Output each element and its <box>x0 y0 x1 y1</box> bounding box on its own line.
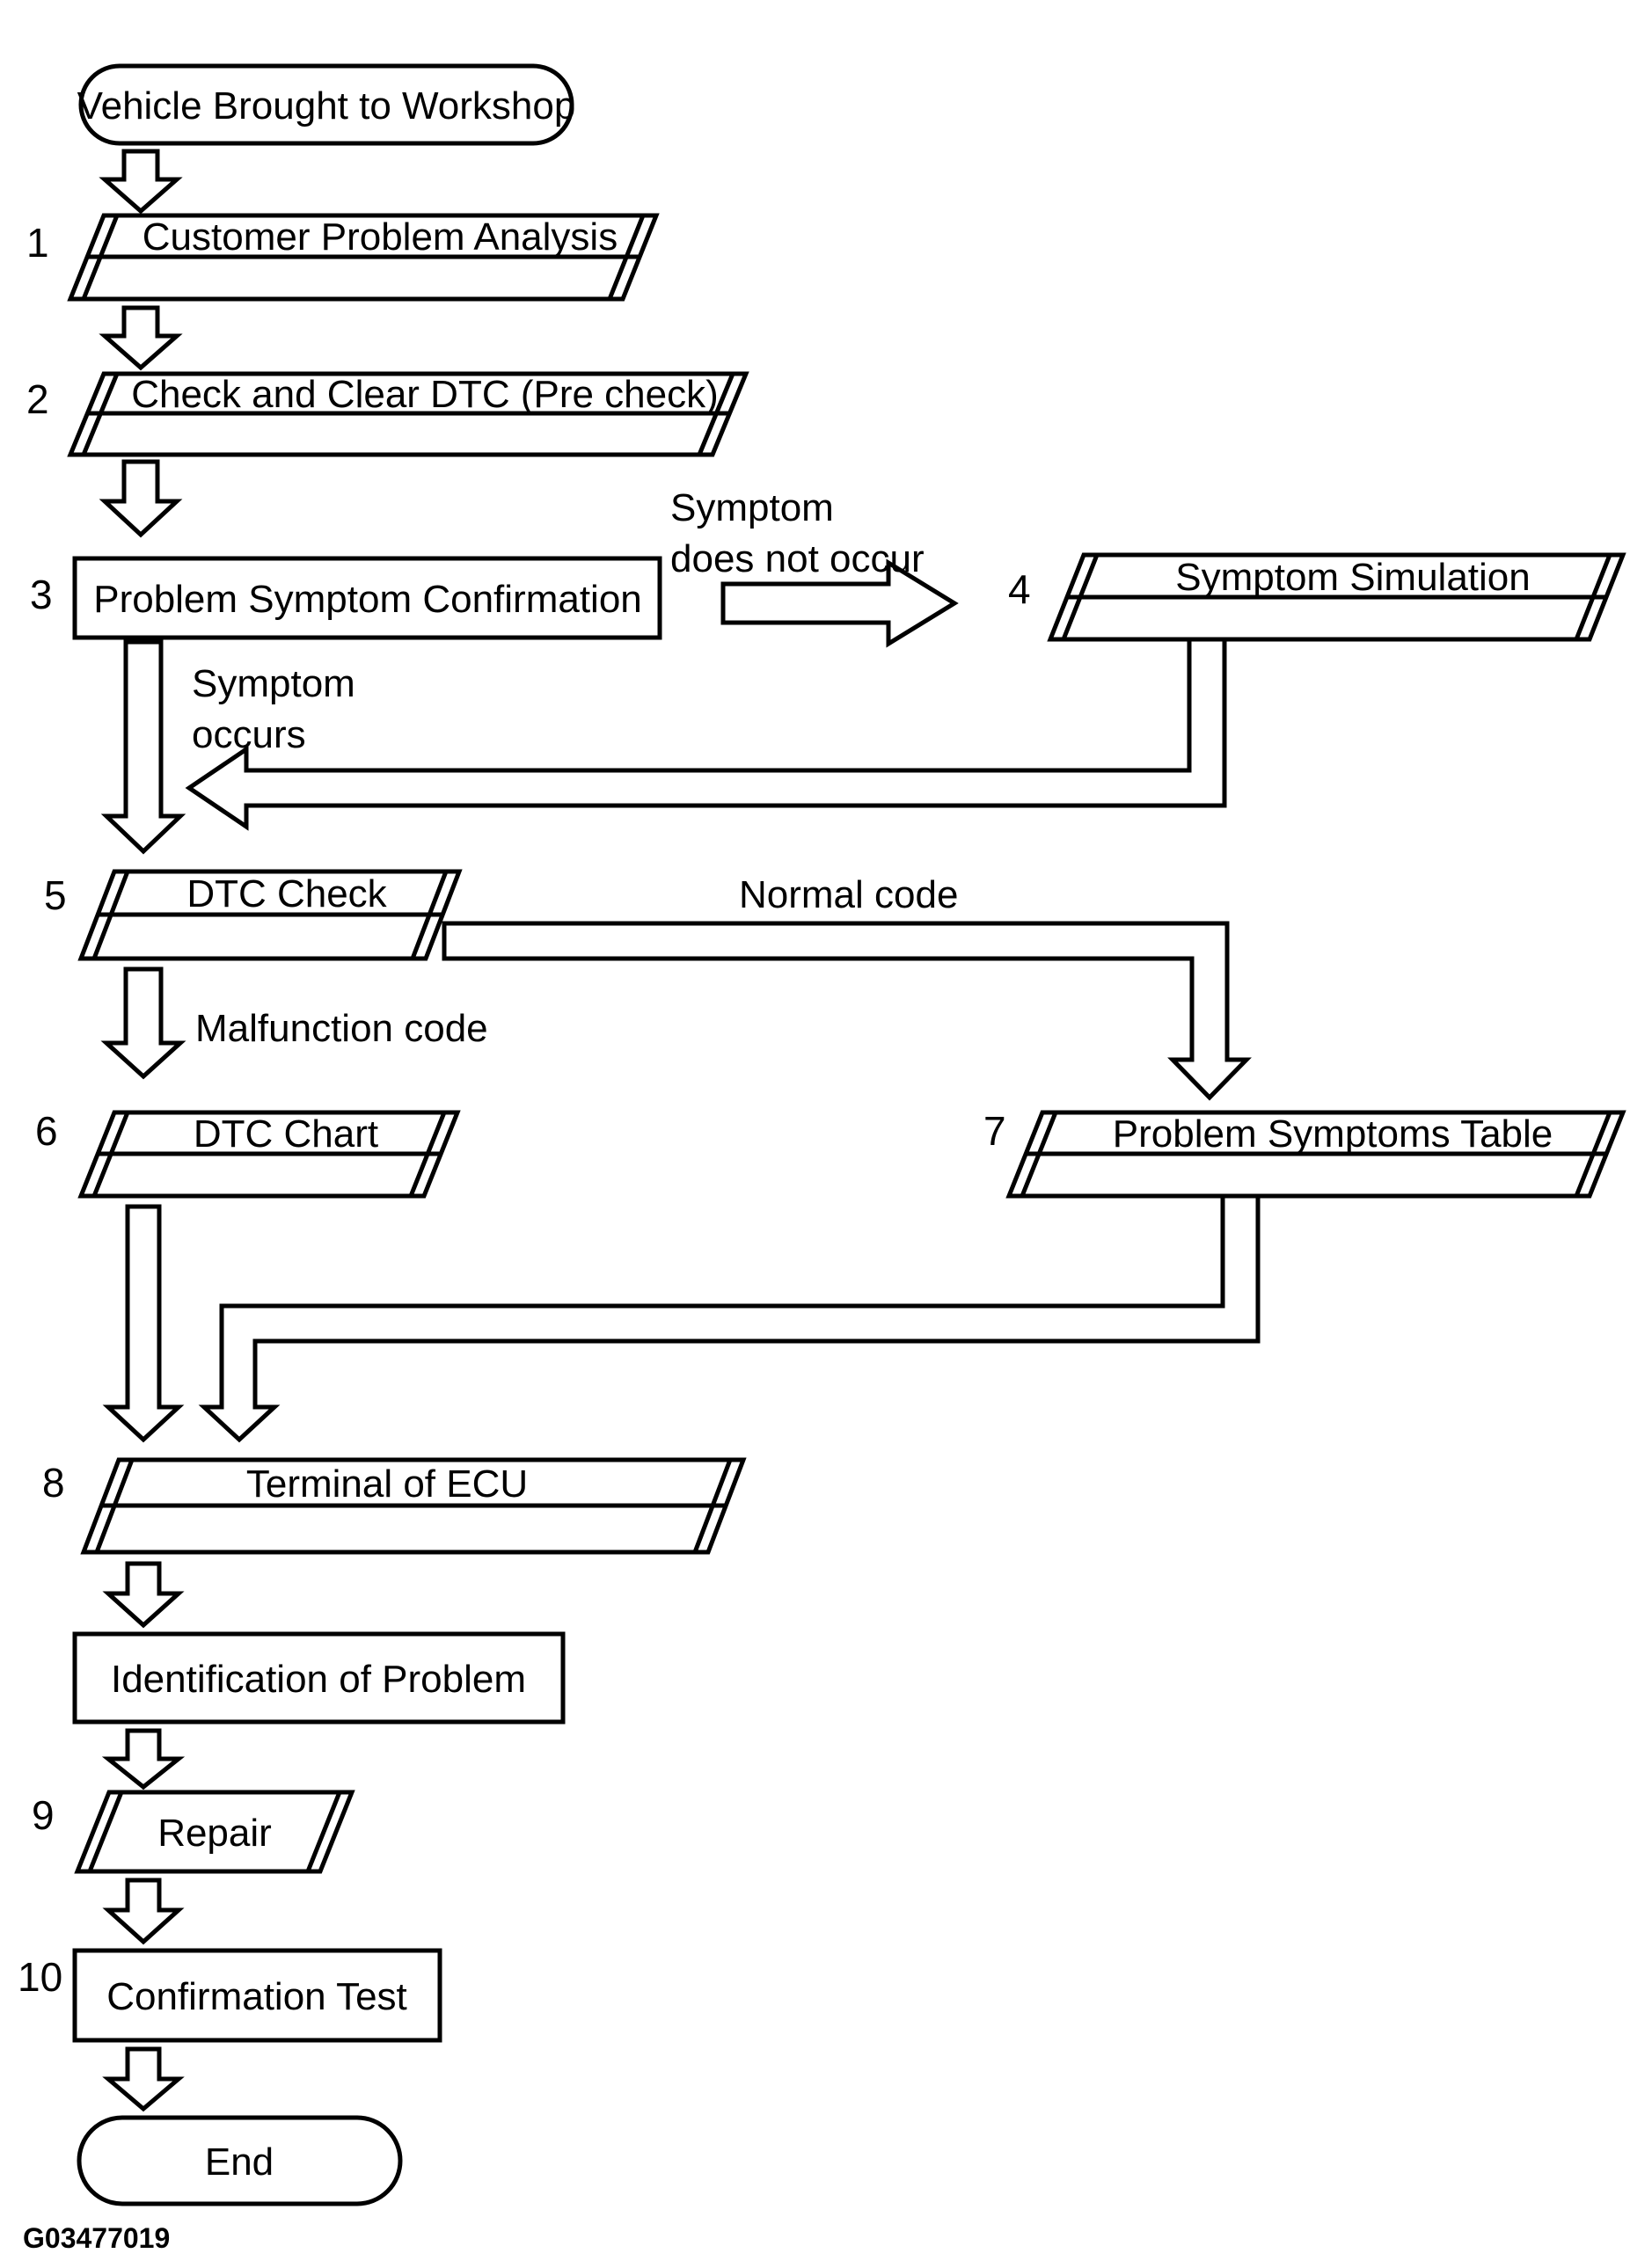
end-label: End <box>205 2140 274 2184</box>
flow-arrow-3-to-5 <box>100 639 186 855</box>
step10-label: Confirmation Test <box>106 1975 407 2018</box>
edge-label-symptom-occurs-line2: occurs <box>192 713 306 756</box>
connector-normal-code <box>442 921 1252 1101</box>
node-step1 <box>67 213 660 302</box>
step7-number: 7 <box>983 1108 1006 1154</box>
step4-number: 4 <box>1008 566 1031 612</box>
edge-label-normal-code: Normal code <box>739 873 958 916</box>
flow-arrow-3-to-4 <box>720 558 959 648</box>
connector-step4-to-dtc-check <box>185 637 1227 831</box>
node-step3 <box>72 556 662 640</box>
flow-arrow-8-to-identification <box>102 1561 185 1629</box>
node-step6 <box>77 1110 461 1199</box>
edge-label-symptom-occurs-line1: Symptom <box>192 662 355 705</box>
step5-label: DTC Check <box>186 872 387 915</box>
node-step10 <box>72 1948 442 2043</box>
step6-label: DTC Chart <box>194 1112 378 1156</box>
figure-code: G03477019 <box>23 2222 170 2254</box>
edge-label-symptom-does-not-occur-line2: does not occur <box>670 537 925 580</box>
node-start-terminator <box>78 63 574 146</box>
step1-label: Customer Problem Analysis <box>143 215 618 259</box>
flow-arrow-1-to-2 <box>99 305 183 371</box>
node-step8 <box>80 1457 747 1555</box>
node-step4 <box>1047 552 1626 642</box>
step9-label: Repair <box>157 1812 272 1855</box>
node-step5 <box>77 869 463 961</box>
step4-label: Symptom Simulation <box>1175 556 1530 599</box>
edge-label-malfunction-code: Malfunction code <box>195 1007 488 1050</box>
node-end-terminator <box>77 2115 403 2206</box>
step8-number: 8 <box>42 1460 65 1506</box>
step7-label: Problem Symptoms Table <box>1113 1112 1553 1156</box>
node-step2 <box>67 371 749 457</box>
step3-label: Problem Symptom Confirmation <box>93 578 642 621</box>
step8-label: Terminal of ECU <box>246 1462 528 1506</box>
flow-arrow-5-to-6 <box>100 966 186 1080</box>
step1-number: 1 <box>26 220 49 266</box>
connector-step6-to-step8 <box>102 1204 185 1443</box>
node-step7 <box>1005 1110 1626 1199</box>
connector-step7-to-step8 <box>198 1193 1261 1443</box>
flow-arrow-identification-to-9 <box>101 1728 186 1790</box>
flow-arrow-2-to-3 <box>99 459 183 538</box>
step2-label: Check and Clear DTC (Pre check) <box>131 373 719 416</box>
flow-arrow-9-to-10 <box>102 1878 185 1945</box>
step9-number: 9 <box>32 1792 55 1838</box>
step2-number: 2 <box>26 376 49 422</box>
node-step9 <box>74 1790 355 1874</box>
step10-number: 10 <box>18 1954 62 2000</box>
flow-arrow-10-to-end <box>102 2046 185 2112</box>
start-label: Vehicle Brought to Workshop <box>77 84 576 128</box>
node-identification <box>72 1631 566 1725</box>
flow-arrow-start-to-1 <box>99 149 183 215</box>
edge-label-symptom-does-not-occur-line1: Symptom <box>670 486 834 529</box>
step6-number: 6 <box>35 1108 58 1154</box>
step3-number: 3 <box>30 572 53 617</box>
step5-number: 5 <box>44 872 67 918</box>
identification-label: Identification of Problem <box>111 1658 526 1701</box>
